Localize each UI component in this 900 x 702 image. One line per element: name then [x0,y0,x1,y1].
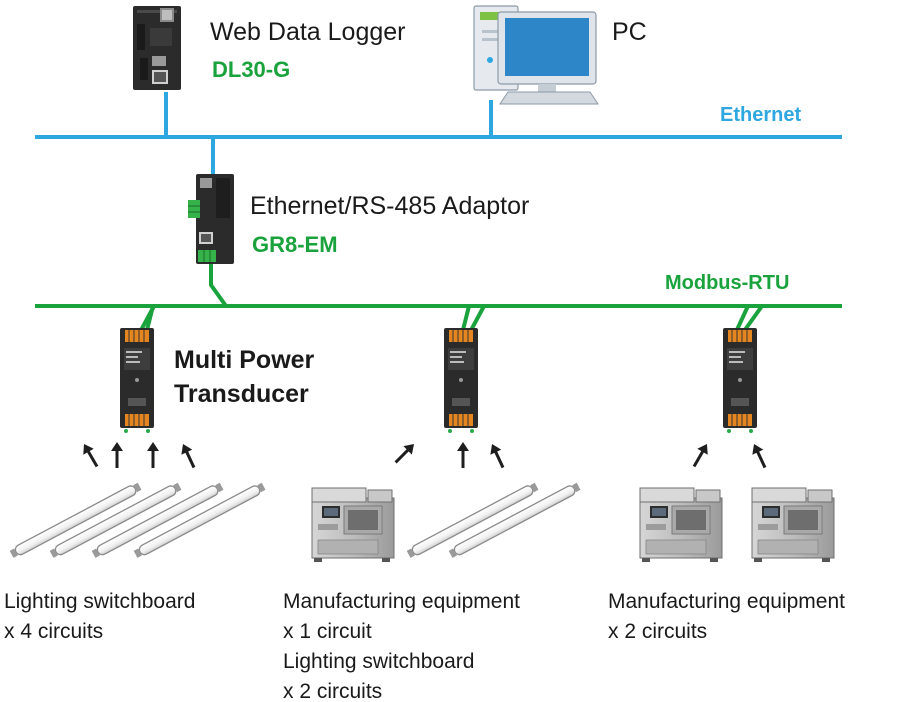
measurement-arrows-1 [77,439,201,472]
manufacturing-machine-1 [311,487,395,563]
measurement-arrows-3 [687,439,772,472]
logger-name: Web Data Logger [210,18,406,46]
logger-model: DL30-G [212,57,291,82]
transducer-3 [722,327,758,434]
caption-group-3: Manufacturing equipment x 2 circuits [608,587,845,647]
caption-line: x 4 circuits [4,620,104,643]
caption-line: x 2 circuits [283,680,383,702]
adaptor-name: Ethernet/RS-485 Adaptor [250,192,530,220]
adaptor-device [188,174,234,264]
transducer-1 [119,327,155,434]
transducer-label-line2: Transducer [174,380,309,408]
modbus-label: Modbus-RTU [665,272,790,294]
caption-line: Lighting switchboard [4,590,196,613]
caption-line: x 2 circuits [608,620,708,643]
ethernet-bus [35,92,842,178]
adaptor-model: GR8-EM [252,232,338,257]
transducer-label-line1: Multi Power [174,346,315,374]
pc-label: PC [612,18,647,46]
lighting-tubes-2 [405,481,582,560]
data-logger-device [133,6,181,90]
caption-line: Manufacturing equipment [608,590,845,613]
lighting-tubes-1 [8,481,267,560]
caption-line: Manufacturing equipment [283,590,520,613]
transducer-label: Multi Power Transducer [174,343,394,411]
pc-device [473,5,599,105]
measurement-arrows-2 [389,438,510,472]
manufacturing-machine-3 [751,487,835,563]
caption-group-2: Manufacturing equipment x 1 circuit Ligh… [283,587,520,702]
caption-line: x 1 circuit [283,620,372,643]
transducer-2 [443,327,479,434]
manufacturing-machine-2 [639,487,723,563]
caption-line: Lighting switchboard [283,650,475,673]
ethernet-label: Ethernet [720,104,802,126]
caption-group-1: Lighting switchboard x 4 circuits [4,587,195,647]
